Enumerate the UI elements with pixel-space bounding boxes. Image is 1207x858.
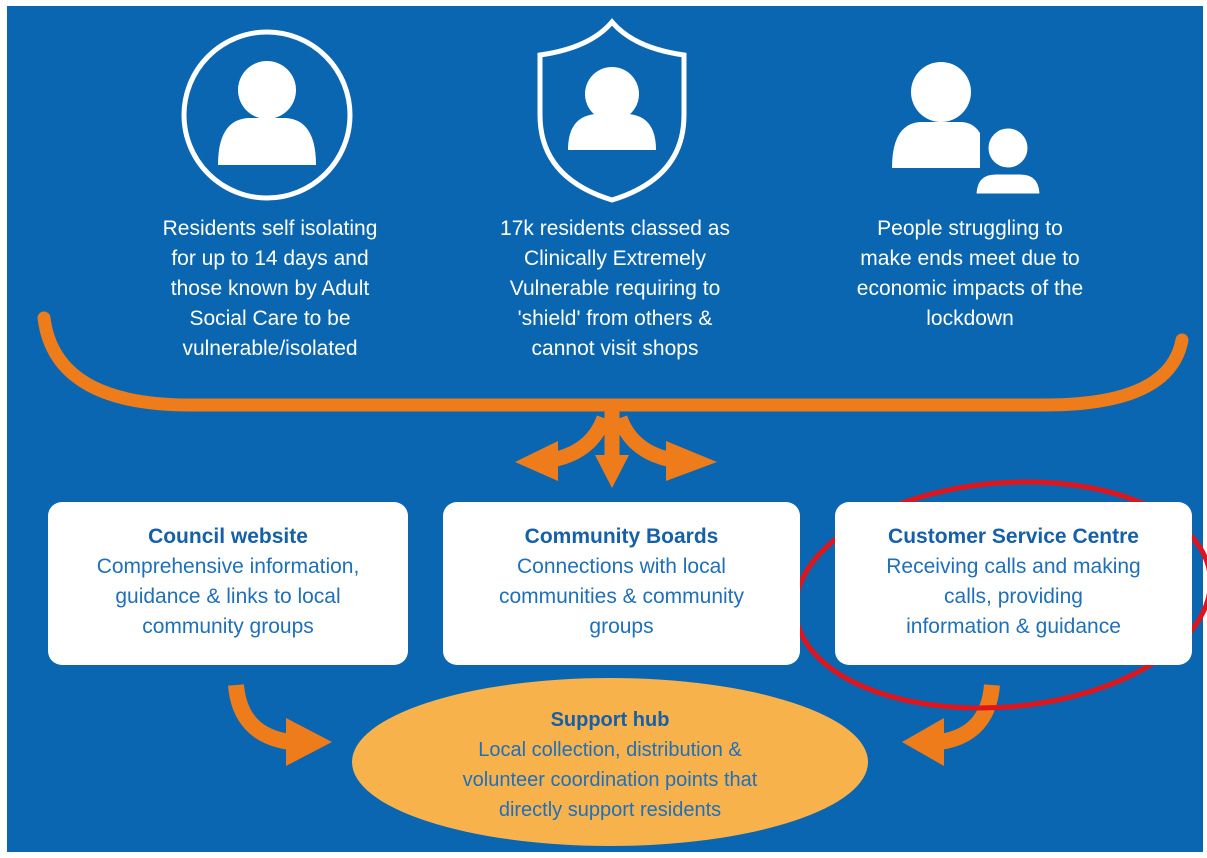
group-description-economic: People struggling to make ends meet due … bbox=[820, 214, 1120, 334]
two-people-icon bbox=[892, 62, 1045, 199]
hub-line: Local collection, distribution & bbox=[478, 739, 742, 761]
box-line: communities & community bbox=[498, 585, 745, 608]
description-line: Residents self isolating bbox=[162, 217, 378, 240]
box-line: Connections with local bbox=[517, 555, 726, 578]
box-line: Receiving calls and making bbox=[886, 555, 1141, 578]
council-website-box: Council website Comprehensive informatio… bbox=[48, 502, 408, 665]
hub-line: directly support residents bbox=[498, 799, 722, 821]
support-hub-text: Support hub Local collection, distributi… bbox=[380, 705, 840, 825]
description-line: economic impacts of the bbox=[856, 277, 1084, 300]
description-line: 'shield' from others & bbox=[517, 307, 713, 330]
description-line: Social Care to be bbox=[189, 307, 351, 330]
hub-title: Support hub bbox=[550, 709, 670, 731]
description-line: for up to 14 days and bbox=[171, 247, 369, 270]
description-line: those known by Adult bbox=[170, 277, 370, 300]
description-line: People struggling to bbox=[877, 217, 1063, 240]
box-title: Council website bbox=[148, 525, 308, 548]
customer-service-centre-box: Customer Service Centre Receiving calls … bbox=[835, 502, 1192, 665]
bracket-arrow bbox=[37, 311, 1189, 412]
description-line: Clinically Extremely bbox=[523, 247, 707, 270]
box-line: guidance & links to local bbox=[115, 585, 341, 608]
description-line: 17k residents classed as bbox=[500, 217, 730, 240]
person-circle-icon bbox=[181, 29, 353, 201]
description-line: lockdown bbox=[926, 307, 1014, 330]
group-description-self-isolating: Residents self isolating for up to 14 da… bbox=[120, 214, 420, 364]
right-curved-arrow bbox=[902, 684, 1000, 766]
hub-line: volunteer coordination points that bbox=[462, 769, 758, 791]
left-curved-arrow bbox=[228, 684, 332, 766]
description-line: cannot visit shops bbox=[531, 337, 699, 360]
box-line: information & guidance bbox=[906, 615, 1121, 638]
support-hub-ellipse bbox=[352, 678, 868, 846]
description-line: vulnerable/isolated bbox=[182, 337, 358, 360]
split-arrows bbox=[515, 410, 717, 488]
group-description-shielding: 17k residents classed as Clinically Extr… bbox=[460, 214, 770, 364]
box-line: Comprehensive information, bbox=[96, 555, 360, 578]
description-line: Vulnerable requiring to bbox=[509, 277, 721, 300]
person-shield-icon bbox=[537, 18, 687, 203]
box-line: community groups bbox=[142, 615, 314, 638]
community-boards-box: Community Boards Connections with local … bbox=[443, 502, 800, 665]
description-line: make ends meet due to bbox=[860, 247, 1080, 270]
box-title: Customer Service Centre bbox=[888, 525, 1139, 548]
box-line: calls, providing bbox=[944, 585, 1083, 608]
box-line: groups bbox=[589, 615, 654, 638]
box-title: Community Boards bbox=[524, 525, 719, 548]
